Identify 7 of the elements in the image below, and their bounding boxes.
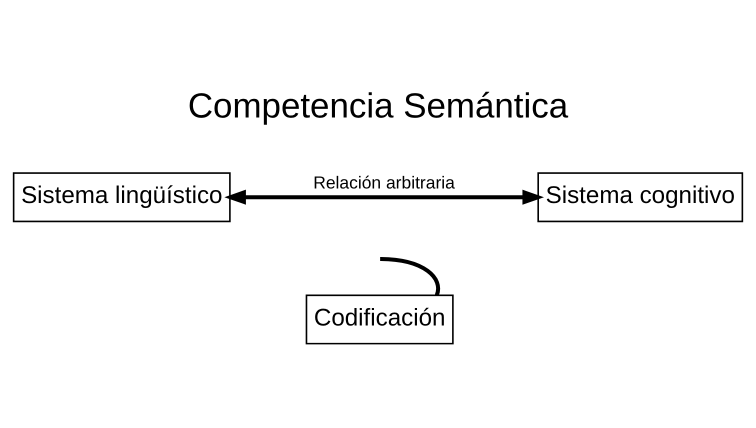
arrow (224, 190, 544, 205)
connector (380, 256, 440, 296)
diagram-title: Competencia Semántica (188, 86, 568, 126)
node-box: Sistema lingüístico (12, 172, 231, 222)
edge-label: Relación arbitraria (313, 172, 455, 192)
node-box: Sistema cognitivo (537, 172, 744, 222)
node-box: Codificación (306, 294, 454, 344)
